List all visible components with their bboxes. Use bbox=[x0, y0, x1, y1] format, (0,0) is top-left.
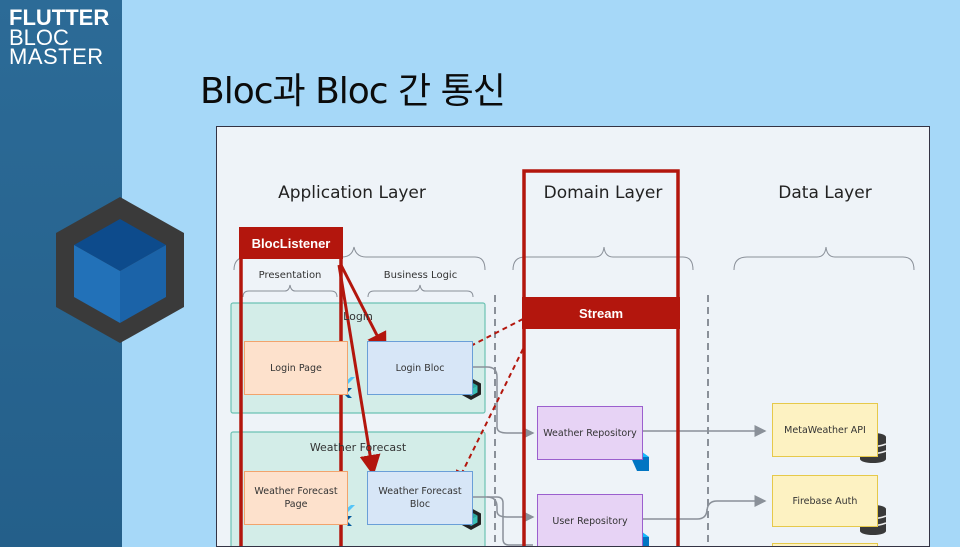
bloc-cube-logo-icon bbox=[56, 197, 184, 343]
logo-text-master: MASTER bbox=[9, 44, 104, 69]
sidebar: FLUTTER BLOC MASTER bbox=[0, 0, 184, 547]
weather-forecast-bloc-box: Weather Forecast Bloc bbox=[367, 471, 473, 525]
application-layer-title: Application Layer bbox=[278, 183, 426, 203]
weather-group-title: Weather Forecast bbox=[309, 441, 407, 454]
domain-layer-title: Domain Layer bbox=[543, 183, 663, 203]
user-repository-box: User Repository bbox=[537, 494, 643, 546]
stream-label: Stream bbox=[522, 297, 680, 329]
slide-title: Bloc과 Bloc 간 통신 bbox=[200, 71, 506, 112]
firebase-auth-box: Firebase Auth bbox=[772, 475, 878, 527]
login-page-box: Login Page bbox=[244, 341, 348, 395]
login-bloc-box: Login Bloc bbox=[367, 341, 473, 395]
data-source-box-partial bbox=[772, 543, 878, 546]
logo-text-flutter: FLUTTER bbox=[9, 5, 110, 30]
architecture-diagram: Application Layer Domain Layer Data Laye… bbox=[216, 126, 930, 547]
bloclistener-label: BlocListener bbox=[239, 227, 343, 259]
presentation-subtitle: Presentation bbox=[258, 270, 322, 281]
business-logic-subtitle: Business Logic bbox=[383, 270, 458, 281]
weather-forecast-page-box: Weather Forecast Page bbox=[244, 471, 348, 525]
login-group-title: Login bbox=[343, 310, 373, 323]
weather-repository-box: Weather Repository bbox=[537, 406, 643, 460]
data-layer-title: Data Layer bbox=[778, 183, 872, 203]
metaweather-api-box: MetaWeather API bbox=[772, 403, 878, 457]
logo-text-bloc: BLOC bbox=[9, 25, 69, 50]
